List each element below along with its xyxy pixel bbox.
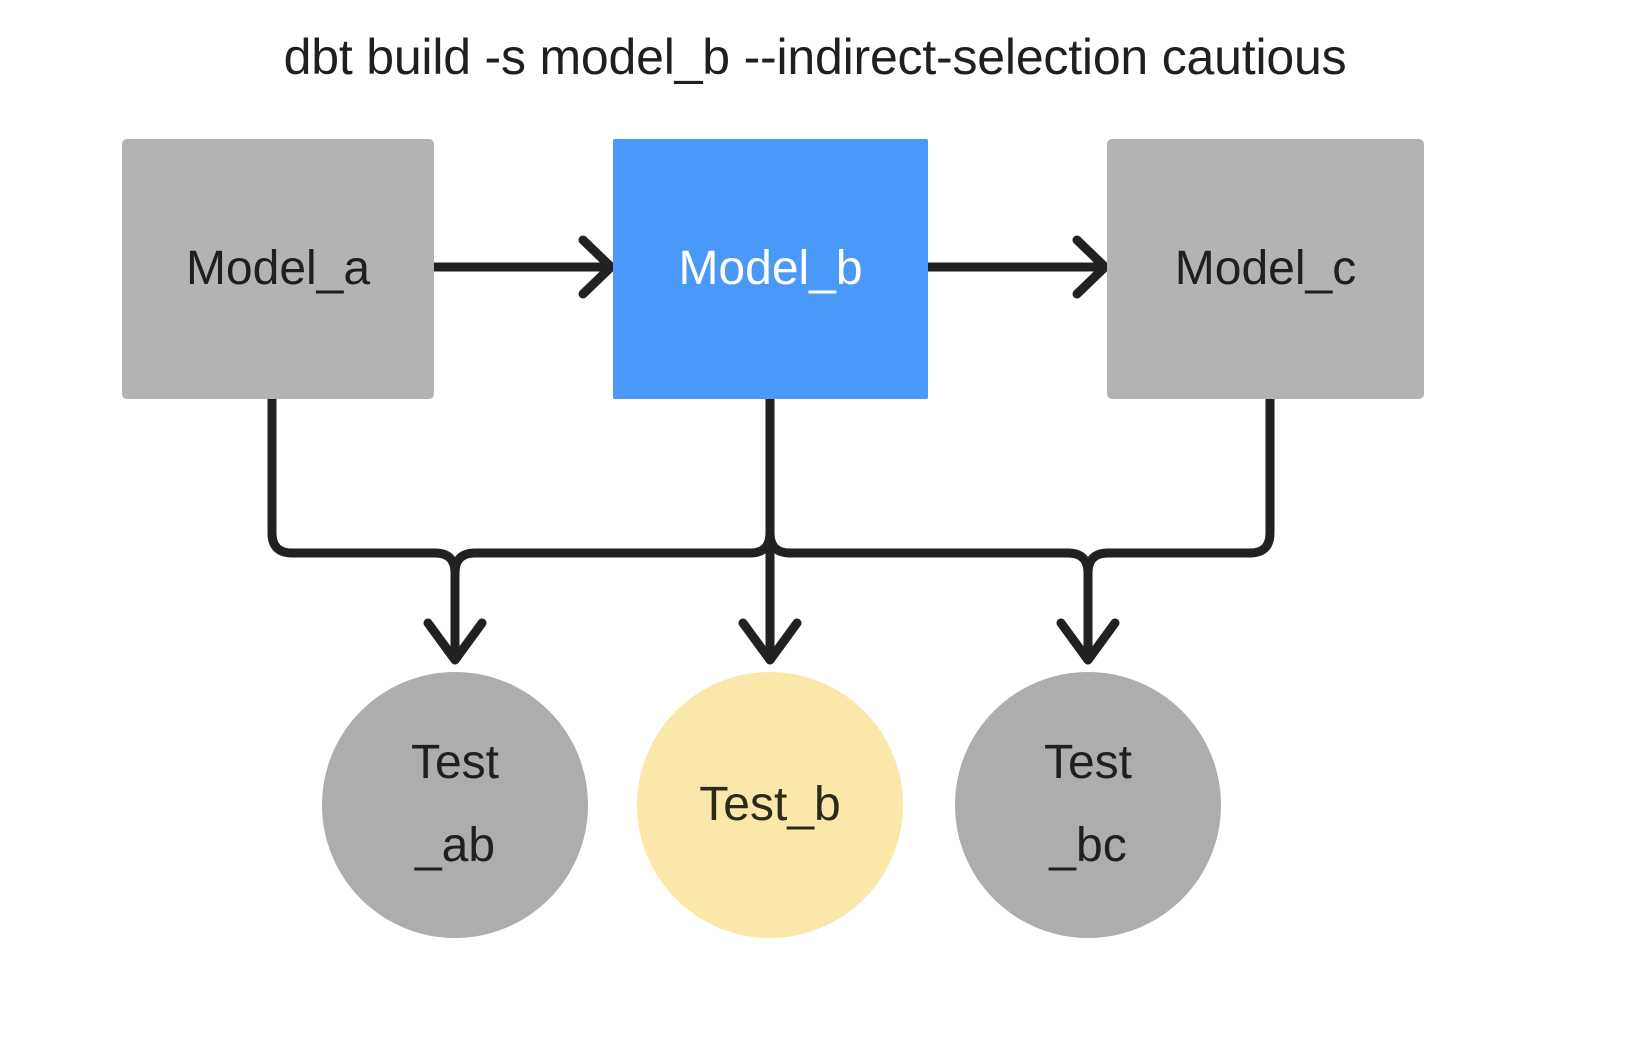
- edge-model-a-to-test-ab: [267, 394, 460, 655]
- edge-model-c-to-test-bc: [1083, 394, 1275, 578]
- arrowhead-model-b-to-test-b: [738, 618, 802, 665]
- arrowhead-model-b-to-test-bc: [1056, 618, 1120, 665]
- node-test-ab-label-line-2: _ab: [414, 819, 496, 872]
- node-test-ab[interactable]: Test _ab: [322, 672, 588, 938]
- node-test-b[interactable]: Test_b: [637, 672, 903, 938]
- arrowhead-model-b-to-model-c: [1072, 235, 1110, 299]
- page-title: dbt build -s model_b --indirect-selectio…: [283, 29, 1347, 85]
- node-model-b-label: Model_b: [678, 241, 863, 295]
- node-test-bc[interactable]: Test _bc: [955, 672, 1221, 938]
- node-test-b-label-line-1: Test_b: [699, 777, 841, 831]
- node-test-bc-label-line-1: Test: [1043, 736, 1133, 790]
- node-model-b[interactable]: Model_b: [613, 139, 928, 399]
- node-model-c-label: Model_c: [1174, 241, 1357, 295]
- edge-model-b-to-test-bc: [765, 394, 1093, 655]
- edge-model-b-to-test-ab: [450, 394, 775, 578]
- node-test-ab-label-line-1: Test: [410, 736, 500, 790]
- node-model-a-label: Model_a: [185, 241, 371, 295]
- node-model-a[interactable]: Model_a: [122, 139, 434, 399]
- node-model-c[interactable]: Model_c: [1107, 139, 1424, 399]
- arrowhead-model-a-to-test-ab: [423, 618, 487, 665]
- arrowhead-model-a-to-model-b: [578, 235, 616, 299]
- node-test-bc-label-line-2: _bc: [1049, 819, 1127, 872]
